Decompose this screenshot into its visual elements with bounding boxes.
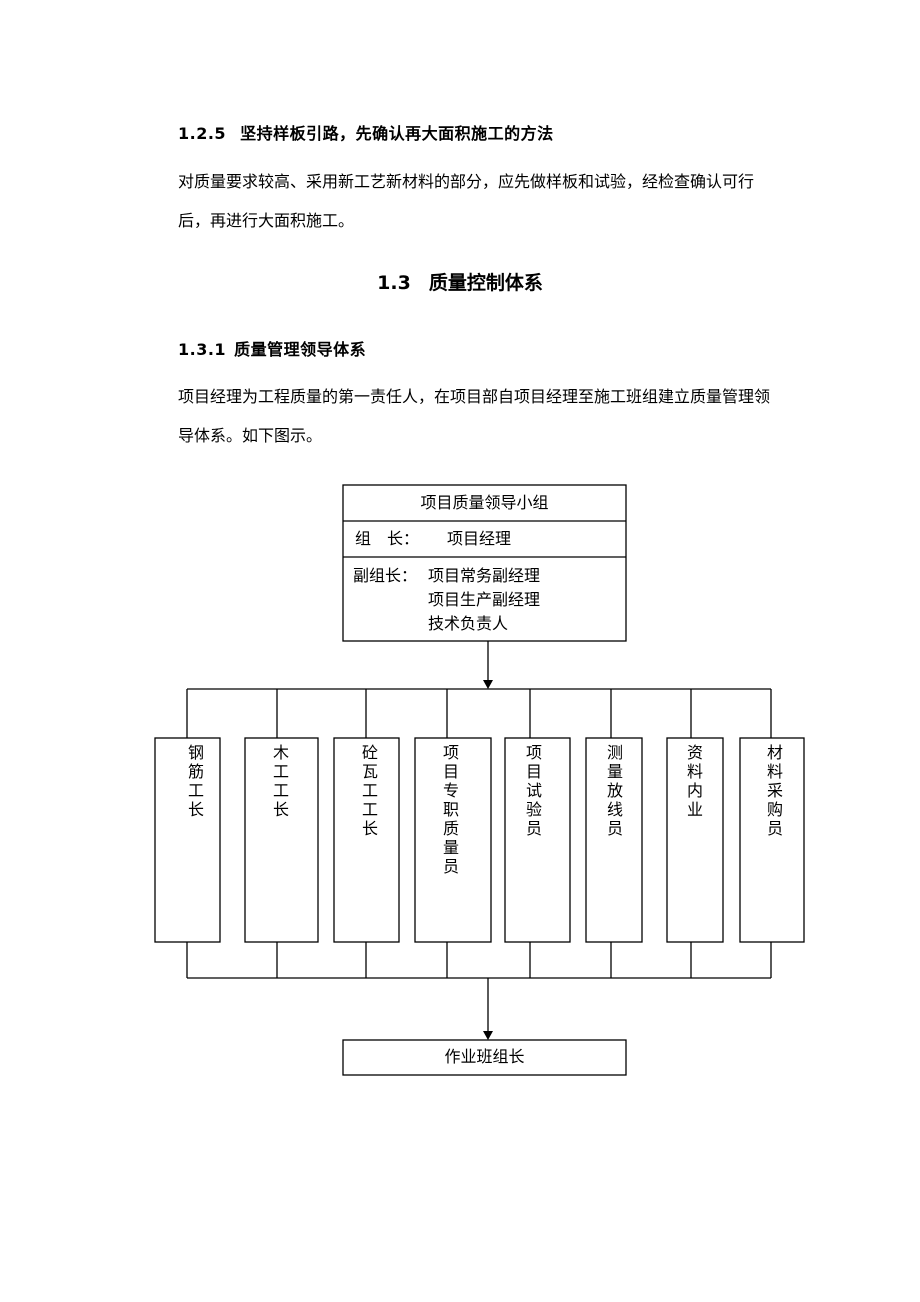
paragraph-1-2-5: 对质量要求较高、采用新工艺新材料的部分，应先做样板和试验，经检查确认可行后，再进…: [178, 162, 778, 240]
paragraph-text: 项目经理为工程质量的第一责任人，在项目部自项目经理至施工班组建立质量管理领导体系…: [178, 387, 771, 445]
leader-label: 组 长：: [355, 529, 420, 548]
heading-1-3: 1.3 质量控制体系: [0, 268, 920, 295]
role-box: [414, 737, 492, 943]
heading-1-2-5: 1.2.5 坚持样板引路，先确认再大面积施工的方法: [178, 120, 554, 144]
leadership-title: 项目质量领导小组: [420, 493, 549, 512]
deputy-3: 技术负责人: [428, 614, 509, 633]
role-box: [739, 737, 805, 943]
deputy-1: 项目常务副经理: [428, 566, 541, 585]
heading-title: 质量管理领导体系: [234, 340, 367, 359]
role-label: 钢筋工长: [187, 743, 204, 819]
role-label: 材料采购员: [766, 743, 783, 838]
leadership-box: [342, 484, 627, 642]
paragraph-text: 对质量要求较高、采用新工艺新材料的部分，应先做样板和试验，经检查确认可行后，再进…: [178, 172, 755, 230]
deputy-label: 副组长：: [353, 566, 418, 585]
role-box: [504, 737, 571, 943]
heading-1-3-1: 1.3.1 质量管理领导体系: [178, 336, 366, 360]
team-leader-label: 作业班组长: [444, 1047, 525, 1066]
deputy-2: 项目生产副经理: [428, 590, 541, 609]
role-label: 项目试验员: [525, 743, 542, 838]
role-label: 木工工长: [272, 743, 289, 819]
role-label: 测量放线员: [606, 743, 623, 838]
heading-title: 坚持样板引路，先确认再大面积施工的方法: [240, 124, 554, 143]
role-box: [666, 737, 724, 943]
role-label: 砼瓦工工长: [361, 743, 378, 838]
heading-title: 质量控制体系: [428, 272, 543, 294]
role-box: [585, 737, 643, 943]
paragraph-1-3-1: 项目经理为工程质量的第一责任人，在项目部自项目经理至施工班组建立质量管理领导体系…: [178, 377, 778, 455]
arrow-head-icon: [483, 1031, 493, 1040]
heading-number: 1.3.1: [178, 340, 227, 359]
heading-number: 1.2.5: [178, 124, 227, 143]
heading-number: 1.3: [377, 272, 411, 294]
role-label: 资料内业: [686, 743, 703, 819]
leader-value: 项目经理: [447, 529, 512, 548]
role-label: 项目专职质量员: [442, 743, 459, 876]
arrow-head-icon: [483, 680, 493, 689]
team-leader-box: [342, 1039, 627, 1076]
role-box: [244, 737, 319, 943]
